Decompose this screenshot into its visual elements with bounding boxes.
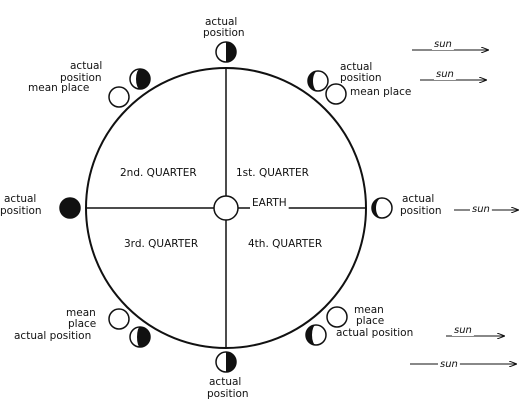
quarter-label-4th: 4th. QUARTER — [248, 238, 322, 250]
sun-arrow-4: sun — [446, 325, 504, 336]
sun-arrow-3: sun — [454, 204, 518, 215]
moon-left-actual — [59, 197, 81, 219]
sun-label-2-knockout — [434, 69, 456, 80]
label-bottom-actual-1: actual — [209, 376, 241, 388]
label-topleft-actual-2: position — [60, 72, 102, 84]
moon-topright-mean — [325, 83, 347, 105]
label-topleft-actual-1: actual — [70, 60, 102, 72]
label-bottomleft-mean-2: place — [68, 318, 96, 330]
label-bottomright-mean-2: place — [356, 315, 384, 327]
earth-symbol — [213, 195, 239, 221]
sun-label-5: sun — [440, 359, 458, 370]
moon-bottomleft-actual — [129, 326, 151, 348]
moon-bottom-actual — [215, 351, 237, 373]
moon-top-actual — [215, 41, 237, 63]
earth-label-knockout — [250, 197, 289, 209]
sun-label-4-knockout — [452, 325, 474, 336]
label-right-actual-2: position — [400, 205, 442, 217]
label-top-actual-1: actual — [205, 16, 237, 28]
sun-arrow-2: sun — [420, 69, 486, 80]
label-right-actual-1: actual — [402, 193, 434, 205]
quarter-label-1st: 1st. QUARTER — [236, 167, 309, 179]
label-bottomright-mean-1: mean — [354, 304, 384, 316]
label-bottomright-actual: actual position — [336, 327, 413, 339]
label-topright-actual-1: actual — [340, 61, 372, 73]
sun-arrow-5: sun — [410, 359, 516, 370]
label-left-actual-2: position — [0, 205, 42, 217]
moon-topright-actual — [307, 70, 329, 92]
moon-topleft-actual — [129, 68, 151, 90]
earth-label: EARTH — [252, 197, 287, 209]
sun-label-1-knockout — [432, 39, 454, 50]
label-bottomleft-actual: actual position — [14, 330, 91, 342]
moon-bottomright-actual — [305, 324, 327, 346]
label-bottomleft-mean-1: mean — [66, 307, 96, 319]
sun-label-5-knockout — [438, 359, 460, 370]
moon-right-actual — [371, 197, 393, 219]
label-topright-mean: mean place — [350, 86, 411, 98]
label-topleft-mean: mean place — [28, 82, 89, 94]
label-left-actual-1: actual — [4, 193, 36, 205]
sun-arrow-1: sun — [412, 39, 488, 50]
sun-label-1: sun — [434, 39, 452, 50]
label-top-actual-2: position — [203, 27, 245, 39]
quarter-label-2nd: 2nd. QUARTER — [120, 167, 197, 179]
quarter-label-3rd: 3rd. QUARTER — [124, 238, 198, 250]
moon-bottomleft-mean — [108, 308, 130, 330]
sun-label-2: sun — [436, 69, 454, 80]
sun-label-3-knockout — [470, 204, 492, 215]
sun-label-3: sun — [472, 204, 490, 215]
moon-topleft-mean — [108, 86, 130, 108]
moon-bottomright-mean — [326, 306, 348, 328]
label-bottom-actual-2: position — [207, 388, 249, 400]
label-topright-actual-2: position — [340, 72, 382, 84]
sun-label-4: sun — [454, 325, 472, 336]
